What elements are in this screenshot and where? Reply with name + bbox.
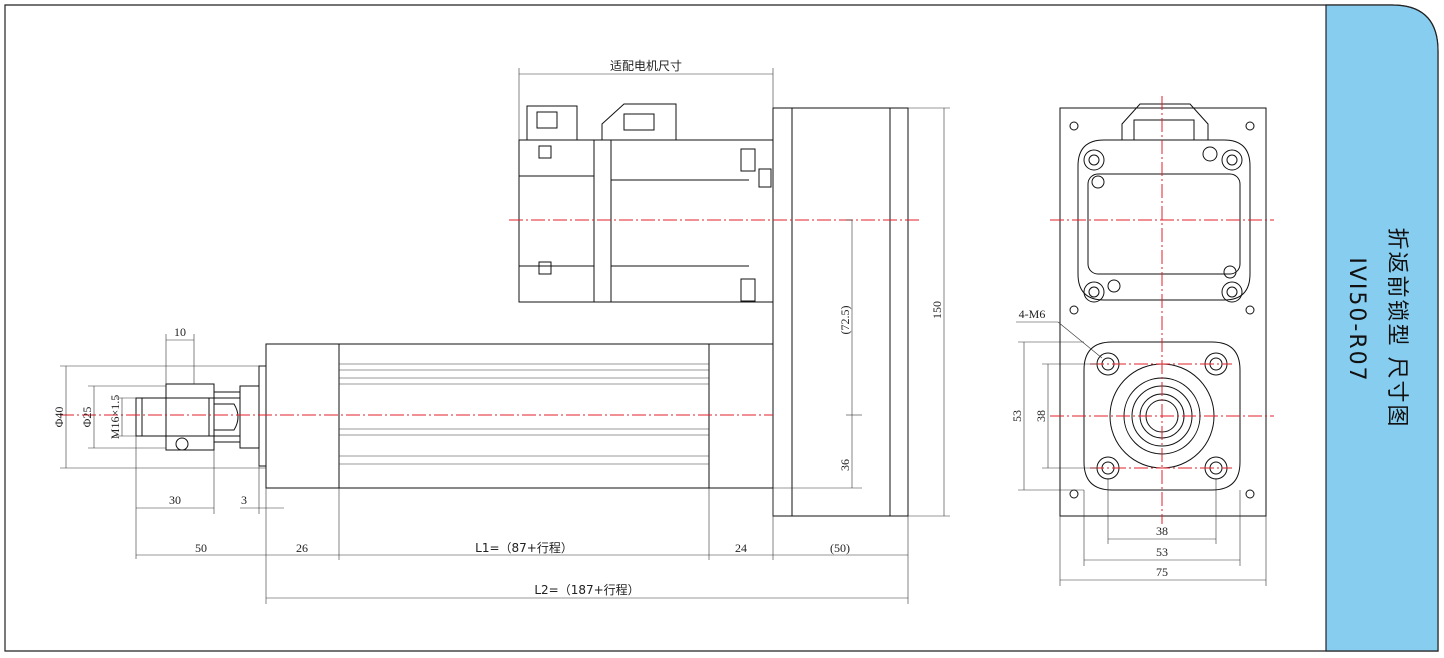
- dim-38-vertical: 38: [1034, 410, 1048, 422]
- hole-label: 4-M6: [1019, 307, 1046, 321]
- dim-72-5: (72.5): [838, 306, 852, 335]
- front-dimension-lines: [60, 68, 950, 604]
- dim-53-horizontal: 53: [1156, 545, 1168, 559]
- actuator-body: [258, 343, 774, 489]
- folded-housing: [772, 107, 909, 517]
- dim-10: 10: [174, 325, 186, 339]
- dim-30: 30: [169, 493, 181, 507]
- dim-l2: L2=（187+行程）: [534, 582, 639, 597]
- dim-24: 24: [735, 541, 747, 555]
- rod-end: [135, 383, 260, 451]
- dim-75: 75: [1156, 565, 1168, 579]
- side-dimension-lines: [1016, 321, 1267, 586]
- dim-38-horizontal: 38: [1156, 524, 1168, 538]
- dim-3: 3: [241, 493, 247, 507]
- side-view: 4-M6 53 38 38 53 75: [1010, 96, 1274, 586]
- motor-flange: [1077, 103, 1251, 303]
- drawing-frame: 适配电机尺寸 10 30 3 50 26 L1=（87+行程） 24 (50) …: [4, 4, 1439, 652]
- title-chinese: 折返前锁型 尺寸图: [1384, 228, 1409, 429]
- dim-53-vertical: 53: [1010, 410, 1024, 422]
- motor: [518, 103, 774, 303]
- title-model: IVI50-R07: [1344, 257, 1369, 382]
- dim-26: 26: [296, 541, 308, 555]
- dim-50-bracket: (50): [830, 541, 850, 555]
- dim-36: 36: [838, 459, 852, 471]
- title-tab: [1325, 4, 1439, 652]
- dim-diameter-25: Φ25: [80, 407, 94, 428]
- frame-border: [4, 4, 1439, 652]
- motor-size-label: 适配电机尺寸: [610, 59, 682, 73]
- dim-150: 150: [930, 301, 944, 319]
- front-view: 适配电机尺寸 10 30 3 50 26 L1=（87+行程） 24 (50) …: [52, 59, 950, 604]
- dim-diameter-40: Φ40: [52, 407, 66, 428]
- dim-l1: L1=（87+行程）: [475, 540, 573, 555]
- dim-50: 50: [195, 541, 207, 555]
- dim-thread-m16: M16×1.5: [108, 395, 122, 439]
